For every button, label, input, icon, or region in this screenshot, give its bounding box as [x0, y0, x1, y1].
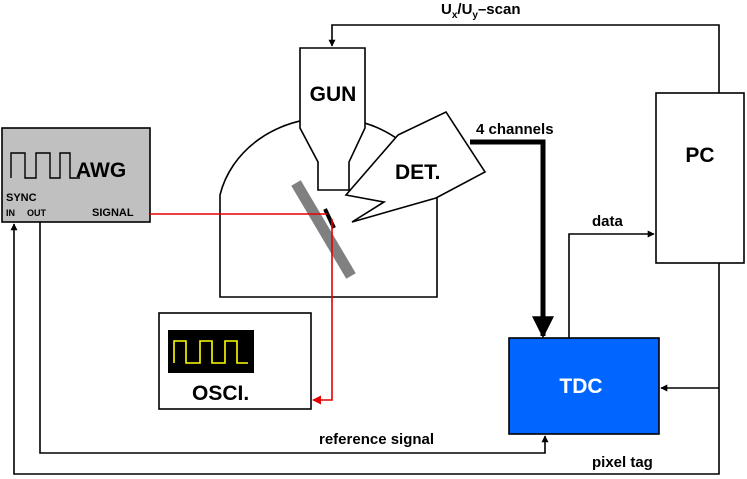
data-line [568, 230, 655, 338]
oscilloscope-trace [173, 340, 248, 364]
pc-label: PC [685, 144, 714, 167]
reference-signal-line [39, 222, 549, 454]
detector-label: DET. [395, 161, 441, 184]
pixel-tag-label: pixel tag [592, 454, 653, 471]
data-label: data [592, 213, 624, 230]
awg-in-label: IN [6, 208, 15, 218]
pc-box [655, 92, 745, 264]
scan-label: Ux/Uy–scan [441, 1, 521, 21]
awg-label: AWG [76, 159, 126, 182]
awg-sync-label: SYNC [6, 192, 37, 204]
awg-out-label: OUT [27, 208, 47, 218]
channels-label: 4 channels [476, 121, 554, 138]
pixel-tag-line [10, 223, 720, 475]
sample-holder [291, 180, 356, 279]
electron-gun [299, 47, 366, 191]
channels-line [470, 139, 554, 339]
awg-signal-label: SIGNAL [92, 207, 134, 219]
detector [344, 110, 487, 223]
osci-signal-line [312, 219, 333, 405]
oscilloscope-screen [168, 330, 254, 373]
awg-pulse-icon [10, 152, 80, 179]
reference-signal-label: reference signal [319, 431, 434, 448]
scan-line [328, 24, 720, 93]
gun-label: GUN [310, 83, 357, 106]
oscilloscope-label: OSCI. [192, 382, 249, 405]
tdc-box [508, 337, 660, 435]
awg-box [1, 127, 151, 223]
tdc-label: TDC [559, 375, 602, 398]
